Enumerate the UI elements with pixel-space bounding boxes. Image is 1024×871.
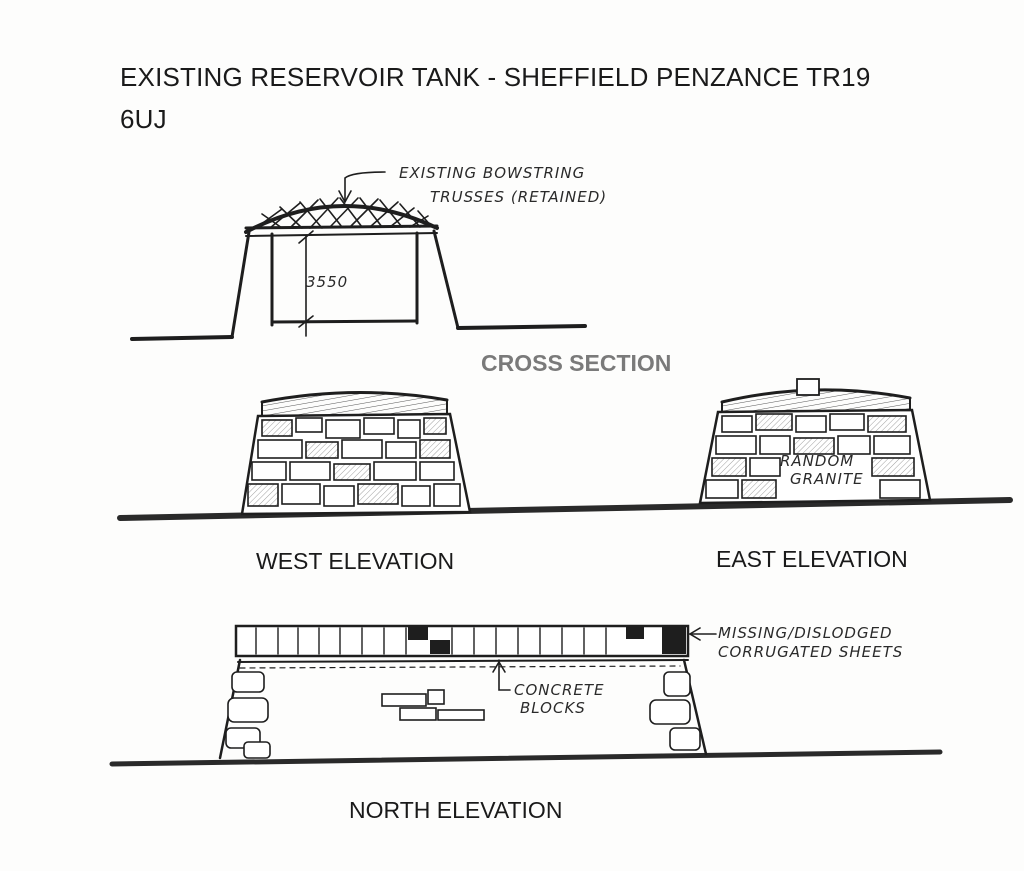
drawing-title-line-1: EXISTING RESERVOIR TANK - SHEFFIELD PENZ… xyxy=(120,62,871,92)
granite-annotation-line-2: GRANITE xyxy=(790,470,864,488)
missing-sheet-2 xyxy=(430,640,450,654)
missing-sheet-3 xyxy=(626,627,644,639)
blocks-annotation-line-2: BLOCKS xyxy=(520,699,586,717)
cross-section-wall-right-outer xyxy=(432,229,460,330)
sheets-annotation-line-2: CORRUGATED SHEETS xyxy=(718,643,903,661)
bowstring-truss-tie xyxy=(245,232,438,237)
west-elevation-drawing xyxy=(117,391,1013,521)
cross-section-drawing xyxy=(130,171,587,341)
corrugated-sheet-band xyxy=(234,624,690,658)
east-stonework xyxy=(705,413,921,499)
blocks-leader-arrowhead xyxy=(492,660,506,673)
missing-sheet-1 xyxy=(408,627,428,640)
cross-section-label: CROSS SECTION xyxy=(481,350,672,376)
north-end-stones-right xyxy=(649,671,701,751)
blocks-annotation-line-1: CONCRETE xyxy=(514,681,605,699)
cross-section-wall-left-outer xyxy=(230,230,251,339)
cross-section-floor xyxy=(270,319,419,324)
north-elevation-label: NORTH ELEVATION xyxy=(349,797,563,823)
sheets-annotation-line-1: MISSING/DISLODGED xyxy=(718,624,893,642)
dimension-tick-bottom xyxy=(298,315,314,328)
dimension-tick-top xyxy=(298,230,314,244)
east-elevation-label: EAST ELEVATION xyxy=(716,546,908,572)
truss-leader-line xyxy=(344,171,386,201)
sheets-leader-arrowhead xyxy=(688,627,701,641)
north-eaves-line xyxy=(237,659,689,663)
drawing-title-line-2: 6UJ xyxy=(120,104,167,134)
north-wall-ends xyxy=(218,658,708,760)
west-roof-edge xyxy=(260,391,449,404)
missing-sheet-4 xyxy=(662,627,686,654)
cross-section-ground-right xyxy=(456,324,587,330)
east-roof-hatch-opening xyxy=(796,378,820,396)
dimension-text: 3550 xyxy=(306,273,348,291)
cross-section-ground-left xyxy=(130,335,234,341)
north-end-stones-left xyxy=(225,671,271,759)
truss-annotation-line-1: EXISTING BOWSTRING xyxy=(399,164,585,182)
corrugated-sheet-joints xyxy=(255,627,607,655)
truss-leader-arrowhead xyxy=(338,190,352,204)
truss-annotation-line-2: TRUSSES (RETAINED) xyxy=(430,188,607,206)
north-ground-line xyxy=(109,749,943,767)
north-elevation-drawing xyxy=(109,624,943,767)
granite-annotation-line-1: RANDOM xyxy=(780,452,854,470)
east-elevation-drawing xyxy=(698,378,932,505)
north-eaves-purlin xyxy=(239,665,681,669)
blocks-leader-line xyxy=(498,659,511,691)
west-stonework xyxy=(247,417,461,507)
concrete-blocks xyxy=(381,689,485,721)
west-elevation-label: WEST ELEVATION xyxy=(256,548,455,574)
bowstring-truss-lattice xyxy=(255,197,433,229)
